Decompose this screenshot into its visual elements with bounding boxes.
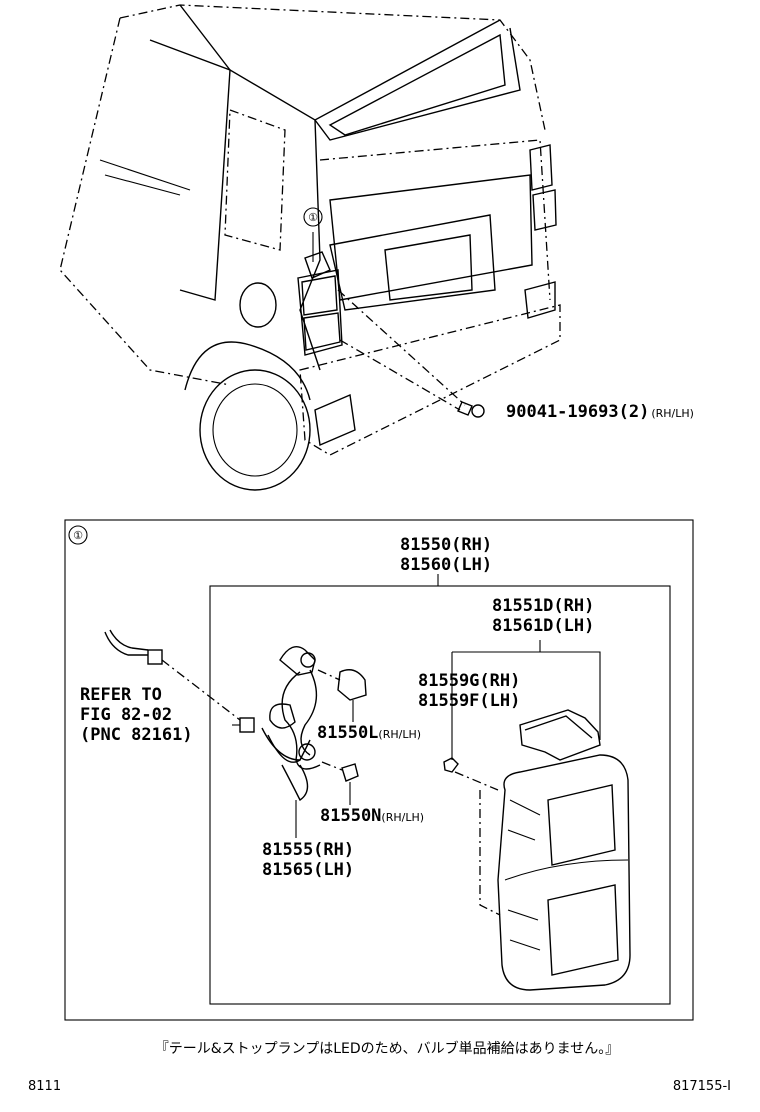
detail-callout-marker: ① <box>73 529 83 542</box>
refer-line-3: (PNC 82161) <box>80 725 193 745</box>
bulb-n-label: 81550N(RH/LH) <box>320 806 424 826</box>
refer-line-1: REFER TO <box>80 685 162 705</box>
connector-icon <box>104 629 241 721</box>
bulb-note: 『テール&ストップランプはLEDのため、バルブ単品補給はありません。』 <box>155 1040 620 1057</box>
screw-lh-label: 81559F(LH) <box>418 691 520 711</box>
assembly-rh-label: 81550(RH) <box>400 535 492 555</box>
detail-callout-circle <box>68 525 88 545</box>
top-part-number: 90041-19693 <box>506 402 619 422</box>
vehicle-rear-illustration <box>59 4 561 491</box>
screw-rh-label: 81559G(RH) <box>418 671 520 691</box>
top-part-qty: (2) <box>619 402 650 422</box>
screw-icon <box>443 757 459 773</box>
lens-lh-label: 81561D(LH) <box>492 616 594 636</box>
bulb-n-side: (RH/LH) <box>381 811 424 824</box>
top-part-side: (RH/LH) <box>651 407 694 420</box>
bulb-l-icon <box>317 669 367 701</box>
top-callout-marker: ① <box>308 211 318 224</box>
footer-right-code: 817155-I <box>673 1079 731 1094</box>
socket-lh-label: 81565(LH) <box>262 860 354 880</box>
tail-lamp-housing <box>454 709 631 991</box>
bulb-n-icon <box>321 761 359 782</box>
bulb-n-number: 81550N <box>320 806 381 826</box>
socket-wire-icon <box>232 646 321 802</box>
footer-left-code: 8111 <box>28 1079 61 1094</box>
lens-rh-label: 81551D(RH) <box>492 596 594 616</box>
refer-line-2: FIG 82-02 <box>80 705 172 725</box>
bulb-l-label: 81550L(RH/LH) <box>317 723 421 743</box>
assembly-frame <box>209 585 671 1005</box>
bulb-l-number: 81550L <box>317 723 378 743</box>
socket-rh-label: 81555(RH) <box>262 840 354 860</box>
detail-frame <box>64 519 694 1021</box>
top-part-label: 90041-19693(2)(RH/LH) <box>506 402 694 422</box>
bulb-l-side: (RH/LH) <box>378 728 421 741</box>
assembly-lh-label: 81560(LH) <box>400 555 492 575</box>
